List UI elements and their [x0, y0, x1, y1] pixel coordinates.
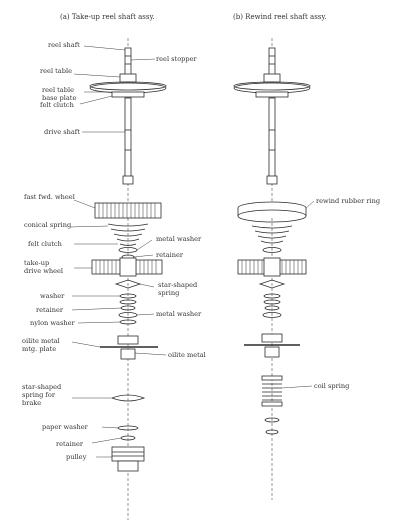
title-take-up-assembly: (a) Take-up reel shaft assy.	[60, 13, 155, 21]
label-reel-table: reel table	[40, 67, 72, 75]
label-retainer-lower: retainer	[56, 440, 84, 448]
label-felt-clutch-lower: felt clutch	[28, 240, 62, 248]
label-pulley: pulley	[66, 453, 87, 461]
label-conical-spring: conical spring	[24, 221, 72, 229]
label-reel-stopper: reel stopper	[156, 55, 197, 63]
label-reel-table-base-plate: reel table base plate	[42, 86, 77, 102]
label-coil-spring: coil spring	[314, 382, 350, 390]
label-drive-shaft: drive shaft	[44, 128, 80, 136]
rewind-reel-shaft-assembly	[233, 38, 311, 500]
label-metal-washer-upper: metal washer	[156, 235, 202, 243]
label-oilite-metal-mtg-plate: oilite metal mtg. plate	[22, 337, 60, 353]
label-reel-shaft: reel shaft	[48, 41, 80, 49]
label-star-shaped-spring: star-shaped spring	[158, 281, 198, 297]
label-take-up-drive-wheel: take-up drive wheel	[24, 259, 64, 275]
label-nylon-washer: nylon washer	[30, 319, 75, 327]
label-washer: washer	[40, 292, 65, 300]
label-metal-washer-lower: metal washer	[156, 310, 202, 318]
take-up-reel-shaft-assembly	[89, 38, 167, 520]
label-star-shaped-spring-for-brake: star-shaped spring for brake	[22, 383, 62, 407]
title-rewind-assembly: (b) Rewind reel shaft assy.	[233, 13, 327, 21]
label-fast-fwd-wheel: fast fwd. wheel	[24, 193, 75, 201]
label-oilite-metal: oilite metal	[168, 351, 206, 359]
label-retainer-upper: retainer	[156, 251, 184, 259]
label-retainer-middle: retainer	[36, 306, 64, 314]
label-paper-washer: paper washer	[42, 423, 88, 431]
leader-lines	[69, 45, 315, 458]
label-rewind-rubber-ring: rewind rubber ring	[316, 197, 381, 205]
label-felt-clutch-upper: felt clutch	[40, 101, 74, 109]
